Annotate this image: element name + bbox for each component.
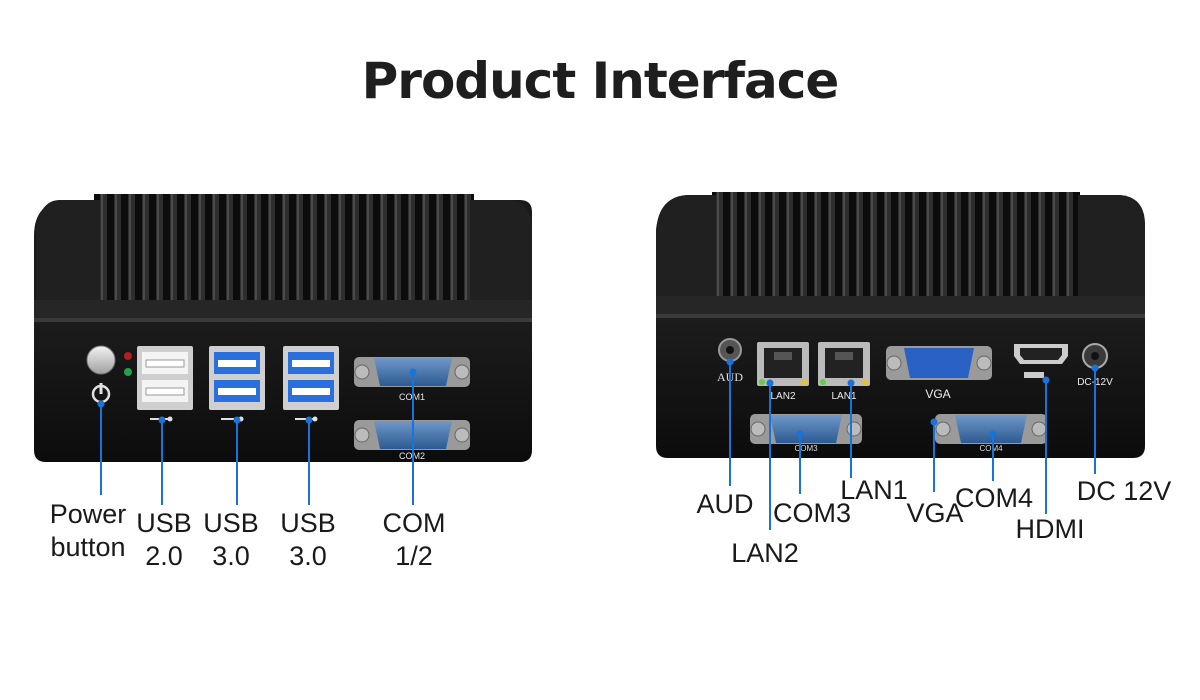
label-usb20-line2: 2.0	[145, 541, 183, 571]
page-title: Product Interface	[361, 52, 840, 110]
label-dc-12v: DC 12V	[1076, 476, 1172, 506]
label-usb30a-line2: 3.0	[212, 541, 250, 571]
lan1-port-mark: LAN1	[831, 391, 856, 402]
label-com-line1: COM	[382, 508, 446, 538]
com3-port-mark: COM3	[794, 444, 818, 453]
label-com-1-2: COM 1/2	[374, 507, 454, 573]
rear-unit: AUD LAN2 LAN1 VGA	[656, 192, 1145, 530]
label-usb30b-line2: 3.0	[289, 541, 327, 571]
label-usb-3-0-a: USB 3.0	[199, 507, 263, 573]
usb-2-ports[interactable]	[137, 346, 193, 410]
label-usb30a-line1: USB	[203, 508, 259, 538]
label-com3: COM3	[772, 498, 851, 528]
status-led-green	[124, 368, 132, 376]
label-power-line1: Power	[49, 499, 127, 529]
label-com-line2: 1/2	[395, 541, 433, 571]
label-power-button: Power button	[38, 498, 138, 564]
label-usb20-line1: USB	[136, 508, 192, 538]
label-vga: VGA	[906, 498, 964, 528]
lan2-port[interactable]	[757, 342, 809, 386]
front-callout-lines	[97, 368, 417, 505]
lan1-port[interactable]	[818, 342, 870, 386]
label-com4: COM4	[954, 483, 1033, 513]
audio-jack[interactable]	[718, 338, 742, 362]
com3-port[interactable]	[750, 414, 862, 444]
usb-3-ports-b[interactable]	[283, 346, 339, 410]
label-aud: AUD	[696, 489, 754, 519]
label-usb-2-0: USB 2.0	[132, 507, 196, 573]
label-hdmi: HDMI	[1015, 514, 1085, 544]
com4-port[interactable]	[935, 414, 1047, 444]
com4-port-mark: COM4	[979, 444, 1003, 453]
label-power-line2: button	[50, 532, 126, 562]
usb-3-ports-a[interactable]	[209, 346, 265, 410]
label-usb30b-line1: USB	[280, 508, 336, 538]
vga-port-mark: VGA	[925, 387, 950, 401]
rear-callout-lines	[726, 358, 1099, 530]
label-lan1: LAN1	[840, 475, 908, 505]
lan2-port-mark: LAN2	[770, 391, 795, 402]
hdmi-port[interactable]	[1014, 344, 1068, 378]
vga-port[interactable]	[886, 346, 992, 380]
label-usb-3-0-b: USB 3.0	[276, 507, 340, 573]
status-led-red	[124, 352, 132, 360]
label-lan2: LAN2	[731, 538, 799, 568]
dc-power-jack[interactable]	[1082, 343, 1108, 369]
